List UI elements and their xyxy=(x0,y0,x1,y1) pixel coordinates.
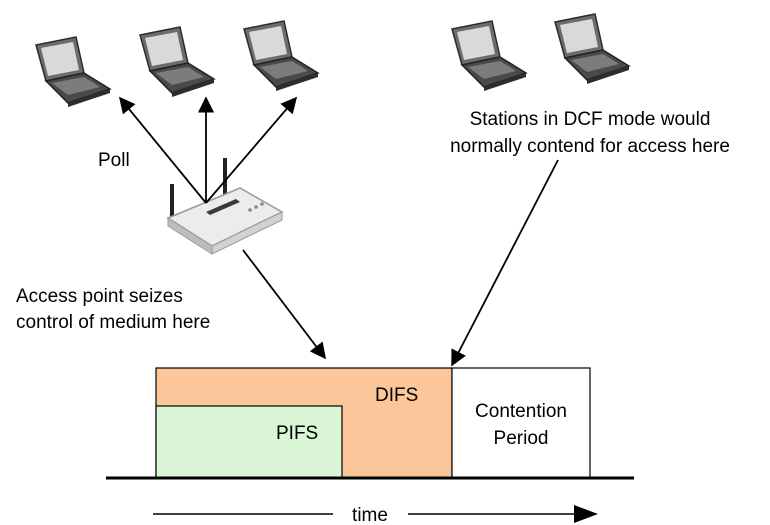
contention-label-line2: Period xyxy=(494,428,549,449)
poll-arrows xyxy=(118,96,298,204)
ap-label-line1: Access point seizes xyxy=(16,286,183,307)
pifs-label: PIFS xyxy=(276,423,318,444)
laptop-icon-1 xyxy=(35,36,111,108)
pifs-box xyxy=(155,405,343,479)
dcf-label-line1: Stations in DCF mode would xyxy=(470,109,711,130)
laptop-icon-5 xyxy=(554,13,630,85)
contention-label-line1: Contention xyxy=(475,401,567,422)
wireless-access-point-icon xyxy=(166,158,284,255)
time-label: time xyxy=(352,505,388,525)
laptop-icon-2 xyxy=(139,26,215,98)
dcf-pointer-arrow xyxy=(451,159,559,367)
poll-label: Poll xyxy=(98,150,130,171)
poll-arrow-1 xyxy=(118,96,207,204)
ap-label-line2: control of medium here xyxy=(16,312,210,333)
contention-period-box xyxy=(451,367,591,479)
time-arrowhead xyxy=(574,505,598,523)
difs-label: DIFS xyxy=(375,385,418,406)
poll-arrow-3 xyxy=(205,96,298,204)
ap-pointer-arrow xyxy=(242,249,326,360)
dcf-label-line2: normally contend for access here xyxy=(450,136,730,157)
laptop-icon-4 xyxy=(451,20,527,92)
laptop-icon-3 xyxy=(243,20,319,92)
